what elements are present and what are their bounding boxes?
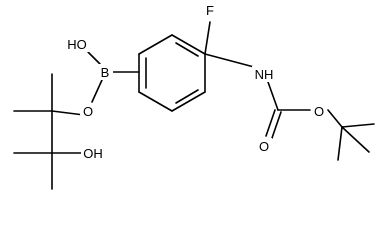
nh-label: NH (255, 67, 274, 82)
carbamate-oxygen-label: O (314, 104, 324, 119)
ring-double-bond (175, 42, 199, 57)
ring-bond (138, 34, 173, 55)
b-o-bond (91, 79, 103, 103)
tbu-methyl-bond (341, 123, 375, 128)
o-c-bond (327, 109, 343, 128)
atom-labels: F NH B HO O O O OH (65, 2, 327, 161)
chemical-structure: F NH B HO O O O OH (13, 2, 375, 190)
c-o-double-bond (265, 109, 276, 137)
o-c-bond (51, 110, 85, 116)
c-o-double-bond (271, 111, 282, 139)
tbu-methyl-bond (337, 126, 343, 161)
c-f-bond (204, 21, 211, 55)
c-n-bond (204, 53, 255, 68)
fluorine-label: F (206, 3, 214, 18)
ring-double-bond (175, 89, 199, 104)
ring-bond (138, 91, 173, 112)
b-oh-bond (87, 51, 101, 65)
boron-label: B (101, 65, 110, 80)
tbu-methyl-bond (341, 126, 370, 153)
boron-hydroxyl-label: HO (67, 37, 87, 52)
pinacol-hydroxyl-label: OH (83, 146, 103, 161)
carbonyl-oxygen-label: O (259, 139, 269, 154)
boron-ester-oxygen-label: O (83, 104, 93, 119)
ring-bond (171, 34, 206, 55)
ring-bond (171, 91, 206, 112)
n-c-bond (267, 81, 279, 111)
bond-lines (13, 21, 375, 190)
